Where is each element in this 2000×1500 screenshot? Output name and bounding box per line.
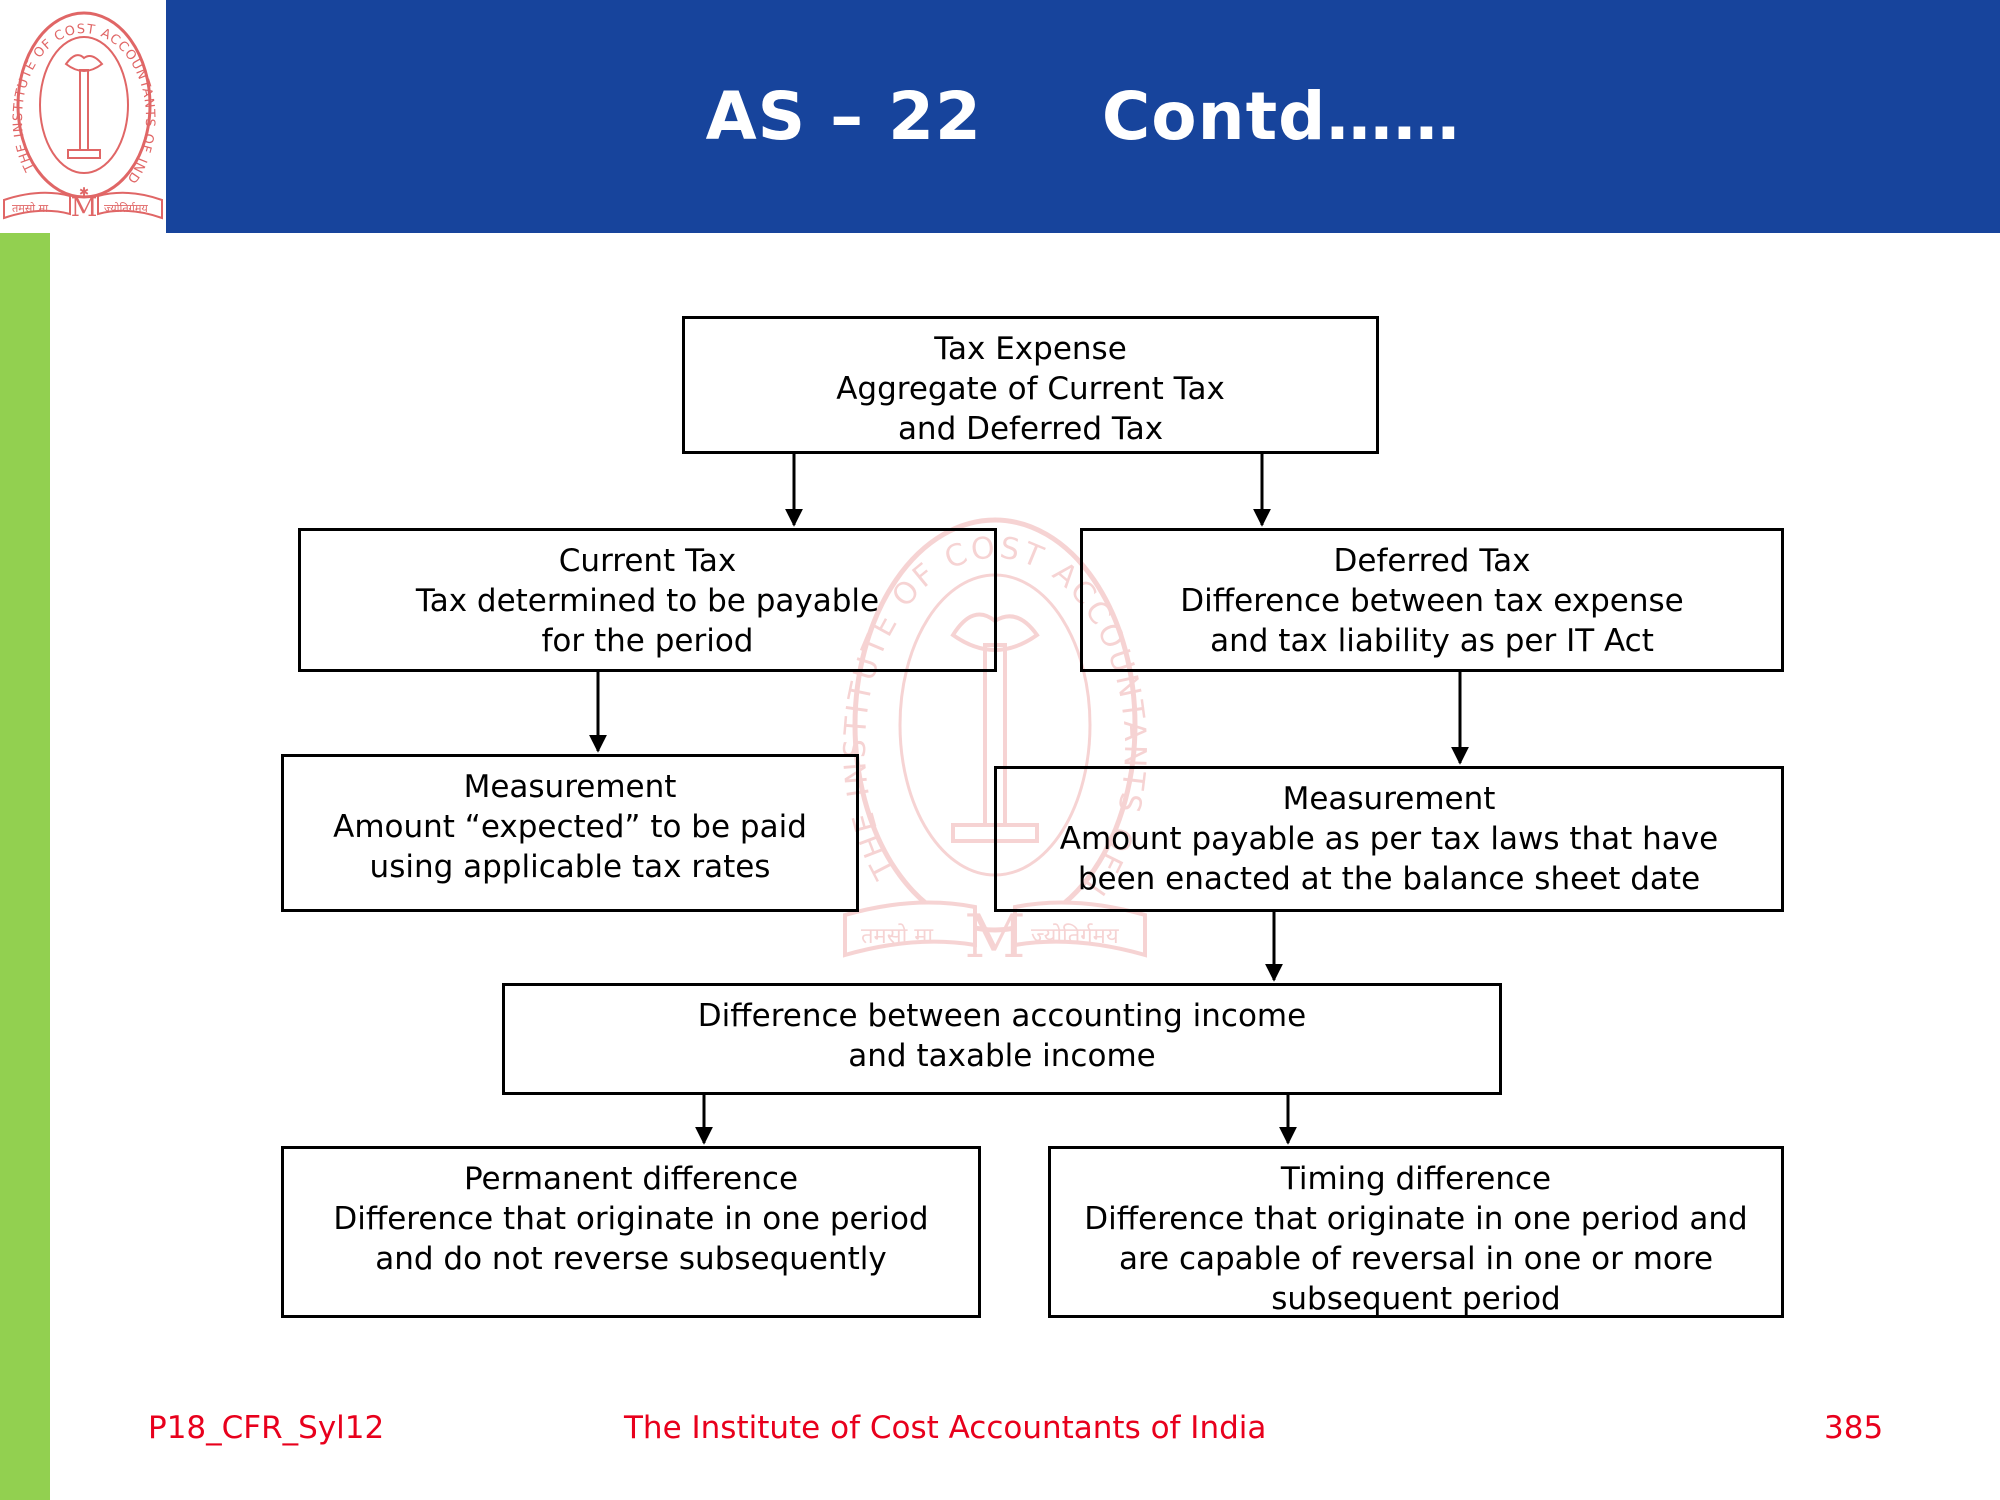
tax-expense-line-3: and Deferred Tax xyxy=(897,411,1164,447)
measurement-current-line-2: Amount “expected” to be paid xyxy=(333,809,807,845)
tax-expense-line-2: Aggregate of Current Tax xyxy=(836,371,1225,407)
permanent-heading: Permanent difference xyxy=(463,1161,799,1197)
timing-line-4: subsequent period xyxy=(1271,1281,1561,1317)
side-accent-bar xyxy=(0,233,50,1500)
permanent-difference-box: Permanent difference Difference that ori… xyxy=(281,1146,981,1318)
measurement-deferred-line-2: Amount payable as per tax laws that have xyxy=(1059,821,1719,857)
permanent-line-2: Difference that originate in one period xyxy=(333,1201,929,1237)
timing-line-3: are capable of reversal in one or more xyxy=(1118,1241,1714,1277)
deferred-tax-heading: Deferred Tax xyxy=(1333,543,1531,579)
difference-line-1: Difference between accounting income xyxy=(697,998,1307,1034)
measurement-deferred-box: Measurement Amount payable as per tax la… xyxy=(994,766,1784,912)
watermark-monogram: M xyxy=(964,902,1025,972)
deferred-tax-line-3: and tax liability as per IT Act xyxy=(1210,623,1654,659)
deferred-tax-box: Deferred Tax Difference between tax expe… xyxy=(1080,528,1784,672)
slide-title: AS – 22 Contd…… xyxy=(705,78,1461,155)
current-tax-heading: Current Tax xyxy=(558,543,737,579)
tax-expense-box: Tax Expense Aggregate of Current Tax and… xyxy=(682,316,1379,454)
watermark-motto-right: ज्योतिर्गमय xyxy=(1031,923,1120,949)
current-tax-line-2: Tax determined to be payable xyxy=(415,583,880,619)
watermark-motto-left: तमसो मा xyxy=(861,923,933,949)
difference-box: Difference between accounting income and… xyxy=(502,983,1502,1095)
timing-difference-box: Timing difference Difference that origin… xyxy=(1048,1146,1784,1318)
tax-expense-heading: Tax Expense xyxy=(934,331,1127,367)
current-tax-box: Current Tax Tax determined to be payable… xyxy=(298,528,997,672)
measurement-deferred-heading: Measurement xyxy=(1282,781,1496,817)
measurement-current-box: Measurement Amount “expected” to be paid… xyxy=(281,754,859,912)
logo-motto-right: ज्योतिर्गमय xyxy=(104,202,148,215)
measurement-current-heading: Measurement xyxy=(463,769,677,805)
logo-motto-left: तमसो मा xyxy=(12,202,48,215)
footer-course-code: P18_CFR_Syl12 xyxy=(148,1410,385,1446)
footer-institute-name: The Institute of Cost Accountants of Ind… xyxy=(624,1410,1267,1446)
title-bar xyxy=(166,0,2000,233)
measurement-deferred-line-3: been enacted at the balance sheet date xyxy=(1077,861,1701,897)
footer-page-number: 385 xyxy=(1824,1410,1884,1446)
timing-heading: Timing difference xyxy=(1280,1161,1552,1197)
deferred-tax-line-2: Difference between tax expense xyxy=(1180,583,1684,619)
svg-text:✱: ✱ xyxy=(79,185,89,199)
logo-monogram: M xyxy=(71,193,98,223)
permanent-line-3: and do not reverse subsequently xyxy=(375,1241,887,1277)
measurement-current-line-3: using applicable tax rates xyxy=(369,849,771,885)
timing-line-2: Difference that originate in one period … xyxy=(1084,1201,1748,1237)
institute-logo: THE INSTITUTE OF COST ACCOUNTANTS OF IND… xyxy=(0,0,166,233)
current-tax-line-3: for the period xyxy=(541,623,754,659)
difference-line-2: and taxable income xyxy=(848,1038,1156,1074)
institute-logo-watermark: THE INSTITUTE OF COST ACCOUNTANTS OF IND… xyxy=(822,468,1155,985)
